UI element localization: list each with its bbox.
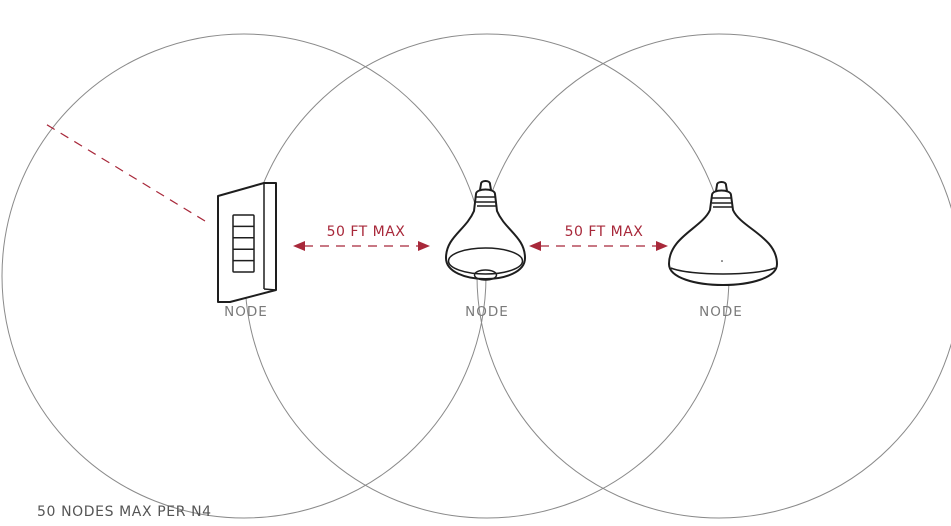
node-label-2: NODE: [465, 304, 509, 320]
wall-keypad-icon: [217, 182, 277, 303]
range-arrow-1: [293, 241, 430, 251]
node-label-1: NODE: [224, 304, 268, 320]
light-bulb-icon: [445, 180, 526, 281]
node-label-3: NODE: [699, 304, 743, 320]
range-label-1: 50 FT MAX: [327, 224, 406, 240]
light-bulb-icon: [668, 181, 778, 286]
radius-dashed-line: [43, 122, 206, 222]
footer-caption: 50 NODES MAX PER N4: [37, 504, 212, 520]
range-arrow-2: [529, 241, 668, 251]
range-label-2: 50 FT MAX: [565, 224, 644, 240]
